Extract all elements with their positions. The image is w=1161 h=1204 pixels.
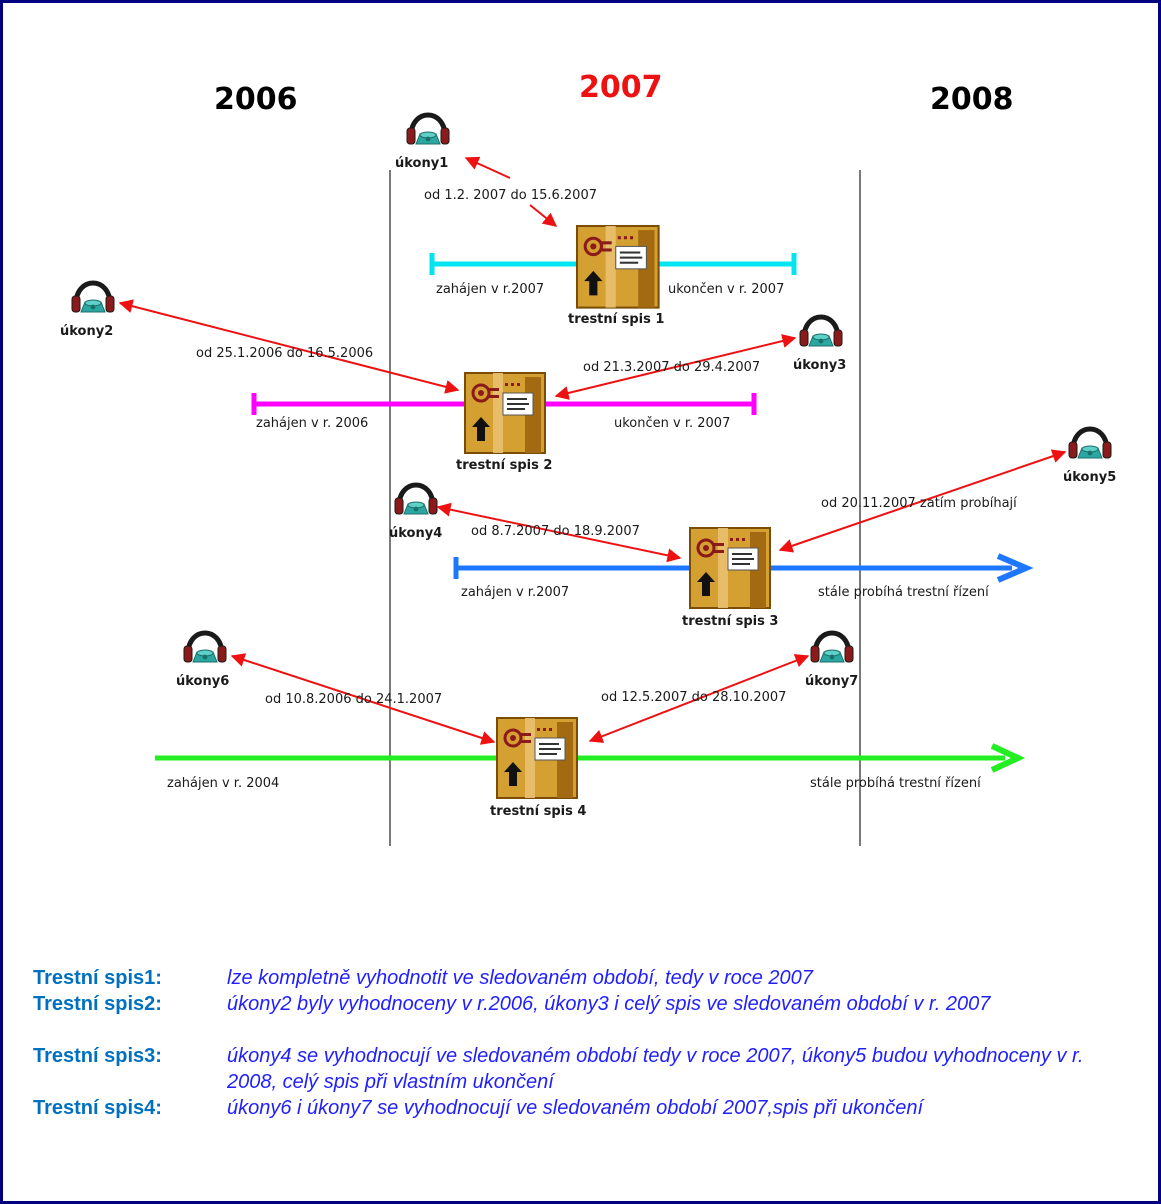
spis4-end: stále probíhá trestní řízení bbox=[810, 776, 981, 791]
ukony5-label: úkony5 bbox=[1063, 470, 1117, 485]
ukony3-label: úkony3 bbox=[793, 358, 847, 373]
legend-text: úkony4 se vyhodnocují ve sledovaném obdo… bbox=[227, 1045, 1084, 1093]
legend-text: úkony2 byly vyhodnoceny v r.2006, úkony3… bbox=[227, 993, 991, 1015]
headset-phone-icon bbox=[407, 115, 449, 144]
legend-text: úkony6 i úkony7 se vyhodnocují ve sledov… bbox=[227, 1097, 924, 1119]
headset-phone-icon bbox=[395, 485, 437, 514]
ukony4-label: úkony4 bbox=[389, 526, 443, 541]
headset-phone-icon bbox=[1069, 429, 1111, 458]
spis4-label: trestní spis 4 bbox=[490, 804, 587, 819]
ukony2-label: úkony2 bbox=[60, 324, 114, 339]
case-file-box-icon bbox=[575, 224, 661, 310]
arrow-ukony2-spis2 bbox=[118, 299, 460, 394]
ukony1-label: úkony1 bbox=[395, 156, 449, 171]
year-2007-label: 2007 bbox=[579, 70, 663, 105]
arrow-ukony1-spis1-b bbox=[529, 204, 558, 227]
spis4-start: zahájen v r. 2004 bbox=[167, 776, 280, 791]
arrow-ukony5-spis3 bbox=[778, 449, 1067, 553]
ukony6-label: úkony6 bbox=[176, 674, 230, 689]
year-2006-label: 2006 bbox=[214, 82, 298, 117]
headset-phone-icon bbox=[184, 633, 226, 662]
ukony7-label: úkony7 bbox=[805, 674, 859, 689]
spis2-label: trestní spis 2 bbox=[456, 458, 553, 473]
arrow-ukony6-spis4 bbox=[230, 653, 496, 745]
timeline-spis4 bbox=[155, 743, 1026, 773]
case-file-box-icon bbox=[688, 526, 772, 610]
legend-text: lze kompletně vyhodnotit ve sledovaném o… bbox=[227, 967, 813, 989]
legend-key: Trestní spis1: bbox=[33, 967, 162, 989]
spis1-label: trestní spis 1 bbox=[568, 312, 665, 327]
headset-phone-icon bbox=[811, 633, 853, 662]
case-file-box-icon bbox=[495, 716, 579, 800]
ukony2-period: od 25.1.2006 do 16.5.2006 bbox=[196, 346, 374, 361]
headset-phone-icon bbox=[72, 283, 114, 312]
arrows bbox=[118, 156, 1067, 745]
spis3-label: trestní spis 3 bbox=[682, 614, 779, 629]
headset-phone-icon bbox=[800, 317, 842, 346]
spis2-end: ukončen v r. 2007 bbox=[614, 416, 731, 431]
arrow-ukony3-spis2 bbox=[554, 334, 797, 400]
spis3-start: zahájen v r.2007 bbox=[461, 585, 570, 600]
spis1-start: zahájen v r.2007 bbox=[436, 282, 545, 297]
ukony4-period: od 8.7.2007 do 18.9.2007 bbox=[471, 524, 640, 539]
case-file-box-icon bbox=[463, 371, 547, 455]
ukony1-period: od 1.2. 2007 do 15.6.2007 bbox=[424, 188, 597, 203]
legend-key: Trestní spis3: bbox=[33, 1045, 162, 1067]
arrow-ukony4-spis3 bbox=[436, 502, 682, 563]
legend-key: Trestní spis2: bbox=[33, 993, 162, 1015]
ukony3-period: od 21.3.2007 do 29.4.2007 bbox=[583, 360, 761, 375]
year-2008-label: 2008 bbox=[930, 82, 1014, 117]
spis1-end: ukončen v r. 2007 bbox=[668, 282, 785, 297]
arrow-ukony7-spis4 bbox=[588, 654, 810, 743]
ukony7-period: od 12.5.2007 do 28.10.2007 bbox=[601, 690, 787, 705]
legend-key: Trestní spis4: bbox=[33, 1097, 162, 1119]
spis3-end: stále probíhá trestní řízení bbox=[818, 585, 989, 600]
arrow-ukony1-spis1 bbox=[464, 156, 511, 179]
ukony6-period: od 10.8.2006 do 24.1.2007 bbox=[265, 692, 443, 707]
spis2-start: zahájen v r. 2006 bbox=[256, 416, 369, 431]
ukony5-period: od 20.11.2007 zatím probíhají bbox=[821, 496, 1017, 511]
